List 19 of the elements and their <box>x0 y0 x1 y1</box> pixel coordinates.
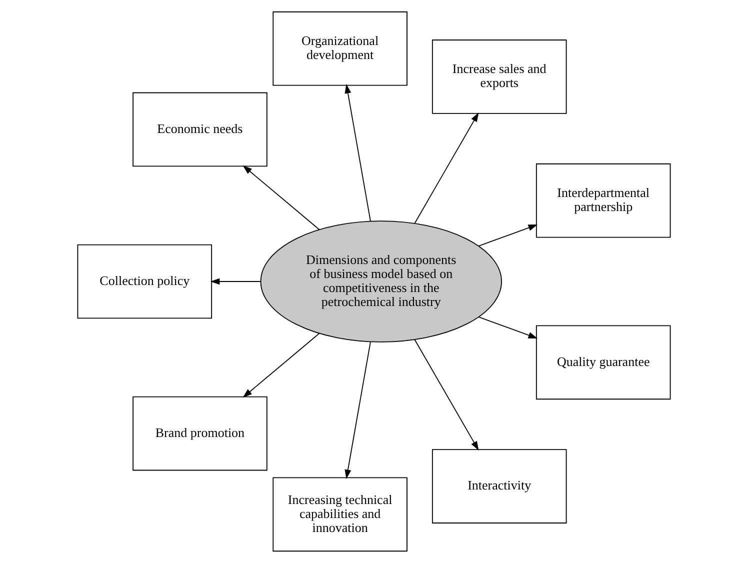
arrow <box>478 224 538 246</box>
arrow <box>210 278 261 285</box>
node-box: Increasing technical capabilities and innovation <box>272 477 408 552</box>
arrow <box>344 84 371 222</box>
arrow <box>414 112 479 224</box>
node-ellipse: Dimensions and components of business model based on competitiveness in the petrochemical industry <box>260 220 502 342</box>
node-box: Increase sales and exports <box>432 40 567 114</box>
arrow <box>242 165 320 230</box>
node-box: Economic needs <box>132 92 268 167</box>
arrow <box>414 339 479 451</box>
node-box: Interactivity <box>432 449 567 524</box>
node-box: Interdepartmental partnership <box>536 163 671 238</box>
arrow <box>478 316 538 338</box>
arrow <box>242 332 320 398</box>
arrow <box>344 341 371 480</box>
node-box: Brand promotion <box>132 396 268 471</box>
node-box: Collection policy <box>77 244 212 319</box>
node-box: Organizational development <box>272 11 408 86</box>
node-box: Quality guarantee <box>536 325 671 400</box>
